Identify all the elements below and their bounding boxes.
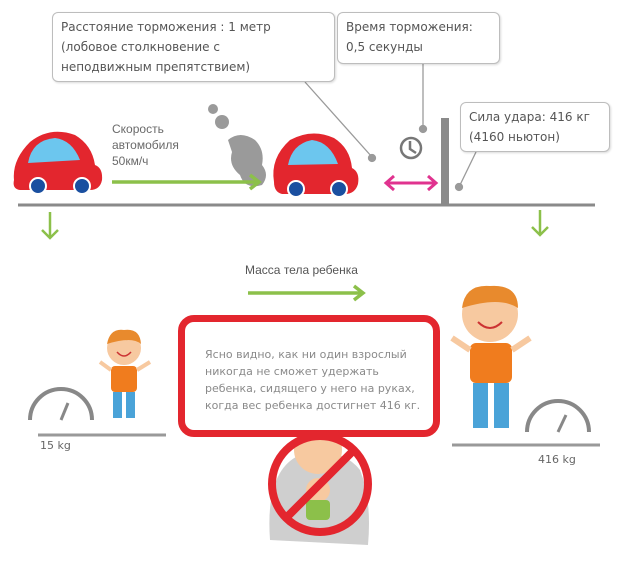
mass-arrow <box>248 284 366 302</box>
speed-arrow <box>112 173 262 191</box>
speed-label: Скорость автомобиля 50км/ч <box>112 121 179 169</box>
message-box: Ясно видно, как ни один взрослый никогда… <box>178 315 440 437</box>
callout-line: неподвижным препятствием) <box>61 60 251 74</box>
gauge-icon <box>525 399 591 433</box>
message-line: когда вес ребенка достигнет 416 кг. <box>205 399 421 412</box>
callout-line: (лобовое столкновение с <box>61 40 220 54</box>
braking-distance-callout: Расстояние торможения : 1 метр (лобовое … <box>52 12 335 82</box>
smoke-icon <box>208 104 266 187</box>
callout-line: Время торможения: <box>346 20 473 34</box>
big-child-weight: 416 kg <box>538 453 576 466</box>
small-child-figure <box>98 329 152 418</box>
message-line: Ясно видно, как ни один взрослый <box>205 348 407 361</box>
message-line: никогда не сможет удержать <box>205 365 379 378</box>
clock-icon <box>399 136 423 160</box>
callout-line: Расстояние торможения : 1 метр <box>61 20 271 34</box>
braking-time-callout: Время торможения: 0,5 секунды <box>337 12 500 64</box>
gauge-icon <box>28 387 94 421</box>
callout-connectors <box>304 64 477 192</box>
callout-line: Сила удара: 416 кг <box>469 110 590 124</box>
down-arrow-icon <box>41 210 549 240</box>
small-child-weight: 15 kg <box>40 439 71 452</box>
car-icon <box>273 133 359 198</box>
mass-label: Масса тела ребенка <box>245 263 358 277</box>
big-child-figure <box>450 285 532 428</box>
message-line: ребенка, сидящего у него на руках, <box>205 382 415 395</box>
callout-line: 0,5 секунды <box>346 40 423 54</box>
speed-line: 50км/ч <box>112 154 149 168</box>
speed-line: автомобиля <box>112 138 179 152</box>
callout-line: (4160 ньютон) <box>469 130 560 144</box>
impact-force-callout: Сила удара: 416 кг (4160 ньютон) <box>460 102 610 152</box>
car-icon <box>13 131 103 195</box>
wall <box>441 118 449 205</box>
speed-line: Скорость <box>112 122 164 136</box>
braking-distance-arrow <box>383 174 439 192</box>
